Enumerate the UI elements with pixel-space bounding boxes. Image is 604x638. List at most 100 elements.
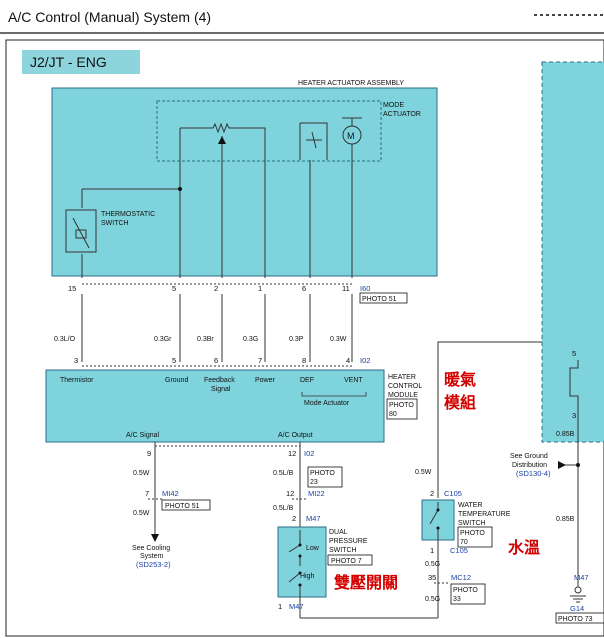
mode-actuator-bracket <box>301 392 367 397</box>
model-tag <box>22 50 140 74</box>
module-pin-6: 6 <box>214 356 218 365</box>
left-ref: (SD253-2) <box>136 560 171 569</box>
dps-low: Low <box>306 545 320 552</box>
photo73-box <box>555 612 604 624</box>
left-see-2: System <box>140 553 164 560</box>
wts-photo-1: PHOTO <box>460 530 485 537</box>
model-tag-text: J2/JT - ENG <box>30 54 107 70</box>
heater-actuator-assembly <box>51 87 438 277</box>
top-pin-2: 2 <box>214 284 218 293</box>
term-feedback-2: Signal <box>211 386 231 393</box>
left-pin-7: 7 <box>145 489 149 498</box>
thermistor-glyph <box>72 217 90 249</box>
right-wire: 0.85B <box>556 431 575 438</box>
wts-photo33-2: 33 <box>453 596 461 603</box>
term-ac-signal: A/C Signal <box>126 432 160 439</box>
hcm-label-1: HEATER <box>388 374 416 381</box>
right-see-2: Distribution <box>512 462 547 469</box>
dps-label-2: PRESSURE <box>329 538 368 545</box>
dual-pressure-switch <box>277 526 327 598</box>
dps-label-3: SWITCH <box>329 547 357 554</box>
block-wires <box>81 160 353 278</box>
wts-dot-2 <box>436 526 440 530</box>
photo51-text: PHOTO 51 <box>362 296 397 303</box>
page-title: A/C Control (Manual) System (4) <box>8 9 212 25</box>
hcm-photo-1: PHOTO <box>389 402 414 409</box>
heater-control-module <box>45 369 385 443</box>
module-pin-5: 5 <box>172 356 176 365</box>
module-pin-3: 3 <box>74 356 78 365</box>
dps-label-1: DUAL <box>329 529 348 536</box>
mode-actuator-box <box>156 100 382 162</box>
thermostatic-label-2: SWITCH <box>101 220 129 227</box>
hcm-label-3: MODULE <box>388 392 418 399</box>
wts-dot-1 <box>436 508 440 512</box>
right-pin-5: 5 <box>572 349 576 358</box>
mid-pin-2: 2 <box>292 514 296 523</box>
dps-high: High <box>300 573 315 580</box>
annotation-water-temp: 水溫 <box>508 538 540 557</box>
wts-pin-1: 1 <box>430 546 434 555</box>
wire-0.3G: 0.3G <box>243 336 258 343</box>
left-arrow-icon <box>151 534 159 542</box>
title-bar: A/C Control (Manual) System (4) <box>0 0 604 34</box>
wts-wire-1: 0.5G <box>425 561 440 568</box>
dps-dot-2 <box>298 554 302 558</box>
term-ground: Ground <box>165 377 188 384</box>
wts-label-1: WATER <box>458 502 483 509</box>
mid-pin-12b: 12 <box>286 489 294 498</box>
photo23-1: PHOTO <box>310 470 335 477</box>
ground-symbol-icon <box>570 586 586 603</box>
term-vent: VENT <box>344 377 363 384</box>
wts-photo-2: 70 <box>460 539 468 546</box>
thermostatic-switch-icon <box>65 209 97 253</box>
mid-pin-12: 12 <box>288 449 296 458</box>
wts-wire-top: 0.5W <box>415 469 432 476</box>
module-pin-8: 8 <box>302 356 306 365</box>
diagram-frame <box>5 39 604 637</box>
mode-actuator-label-1: MODE <box>383 102 404 109</box>
wts-label-2: TEMPERATURE <box>458 511 511 518</box>
right-wire-2: 0.85B <box>556 516 575 523</box>
connector-i02: I02 <box>360 356 370 365</box>
top-pin-15: 15 <box>68 284 76 293</box>
right-g14: G14 <box>570 604 584 613</box>
title-bar-rule <box>534 14 604 16</box>
annotation-heater-1: 暖氣 <box>444 370 476 389</box>
left-mi42: MI42 <box>162 489 179 498</box>
left-photo: PHOTO 51 <box>165 503 200 510</box>
dps-dot-1 <box>298 543 302 547</box>
wts-photo33-1: PHOTO <box>453 587 478 594</box>
hcm-photo-2: 80 <box>389 411 397 418</box>
harness-wires <box>81 294 353 362</box>
photo80-box <box>386 398 418 420</box>
wts-label-3: SWITCH <box>458 520 486 527</box>
mid-wire-1: 0.5L/B <box>273 470 294 477</box>
photo23-box <box>307 466 343 488</box>
mid-mi22: MI22 <box>308 489 325 498</box>
left-wire-1: 0.5W <box>133 470 150 477</box>
top-pin-11: 11 <box>342 284 350 293</box>
left-pin-9: 9 <box>147 449 151 458</box>
dps-dot-4 <box>298 583 302 587</box>
photo7-box <box>327 554 373 566</box>
photo70-box <box>457 526 493 548</box>
mid-m47b: M47 <box>289 602 304 611</box>
dps-photo7: PHOTO 7 <box>331 558 362 565</box>
right-see-1: See Ground <box>510 453 548 460</box>
connector-i60: I60 <box>360 284 370 293</box>
right-pin-3: 3 <box>572 411 576 420</box>
mid-m47: M47 <box>306 514 321 523</box>
left-wire-2: 0.5W <box>133 510 150 517</box>
wts-feed-wire <box>437 341 542 470</box>
wts-pin-35: 35 <box>428 573 436 582</box>
term-mode-actuator: Mode Actuator <box>304 400 350 407</box>
left-see-1: See Cooling <box>132 545 170 552</box>
heater-actuator-label: HEATER ACTUATOR ASSEMBLY <box>298 80 404 87</box>
dps-dot-3 <box>298 571 302 575</box>
photo33-box <box>450 583 486 605</box>
top-pin-5: 5 <box>172 284 176 293</box>
term-feedback-1: Feedback <box>204 377 235 384</box>
junction-dot <box>178 187 182 191</box>
wts-wire-2: 0.5G <box>425 596 440 603</box>
